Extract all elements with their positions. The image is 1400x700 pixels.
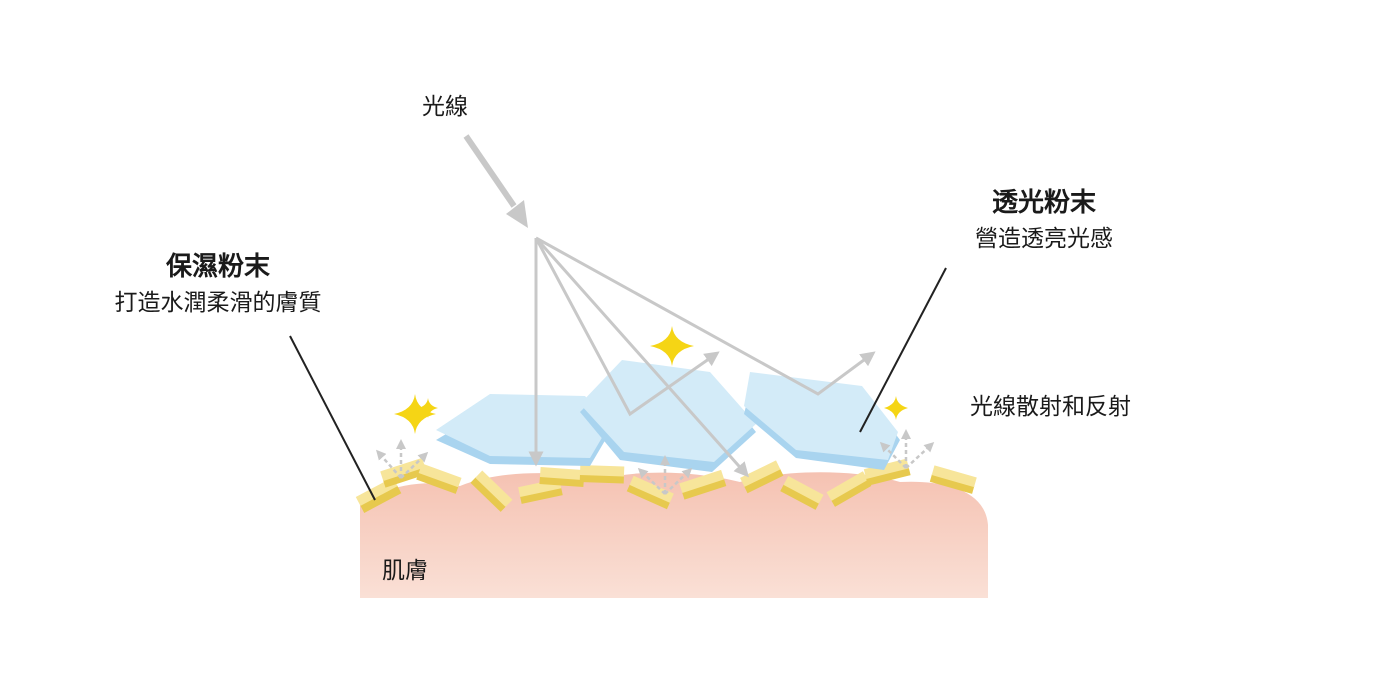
sparkle-icon	[884, 396, 908, 420]
skin-label: 肌膚	[382, 558, 428, 586]
translucent-powder-crystals	[436, 360, 900, 472]
light-label: 光線	[422, 94, 468, 122]
translucent-powder-description: 營造透亮光感	[975, 226, 1113, 254]
sparkle-icon	[394, 394, 436, 434]
translucent-powder-title: 透光粉末	[992, 188, 1096, 219]
flake	[539, 467, 584, 487]
incoming-light-arrow	[466, 136, 528, 228]
crystal	[744, 372, 900, 470]
moisturizing-powder-title: 保濕粉末	[166, 252, 270, 283]
sparkle-icon	[650, 326, 694, 366]
flake	[580, 465, 625, 484]
scatter-reflect-label: 光線散射和反射	[970, 394, 1131, 422]
moisturizing-powder-description: 打造水潤柔滑的膚質	[115, 290, 322, 318]
